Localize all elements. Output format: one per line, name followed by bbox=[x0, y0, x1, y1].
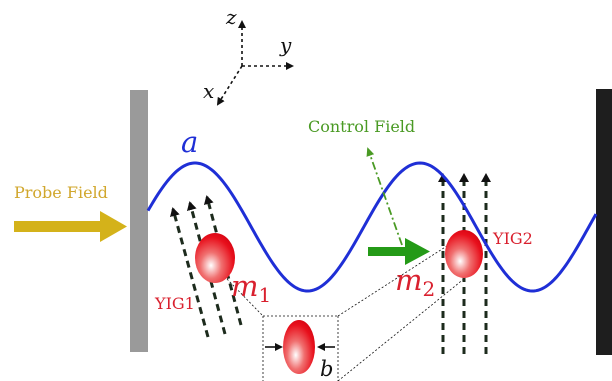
coordinate-axes: z y x bbox=[203, 5, 294, 106]
cavity-mode-wave bbox=[146, 161, 598, 293]
y-axis-label: y bbox=[279, 33, 292, 57]
right-mirror bbox=[596, 89, 612, 355]
control-field-arrow bbox=[366, 147, 403, 246]
m1-label: m1 bbox=[231, 269, 271, 307]
z-axis-label: z bbox=[225, 5, 237, 29]
yig1-sphere bbox=[195, 233, 235, 283]
magnon-drive-arrow bbox=[368, 238, 430, 265]
cavity-mode-label: a bbox=[181, 125, 198, 159]
inset-deformed-sphere bbox=[283, 320, 315, 374]
x-axis bbox=[216, 65, 243, 106]
control-field-label: Control Field bbox=[308, 117, 415, 136]
left-mirror bbox=[130, 90, 148, 352]
x-axis-label: x bbox=[203, 79, 214, 103]
yig2-sphere bbox=[445, 230, 483, 278]
probe-field-arrow bbox=[14, 211, 127, 242]
b-label: b bbox=[320, 357, 333, 381]
m2-label: m2 bbox=[395, 263, 435, 301]
probe-field-label: Probe Field bbox=[14, 183, 108, 202]
yig2-label: YIG2 bbox=[492, 229, 533, 248]
inset-projection bbox=[226, 234, 466, 381]
yig1-label: YIG1 bbox=[154, 294, 195, 313]
